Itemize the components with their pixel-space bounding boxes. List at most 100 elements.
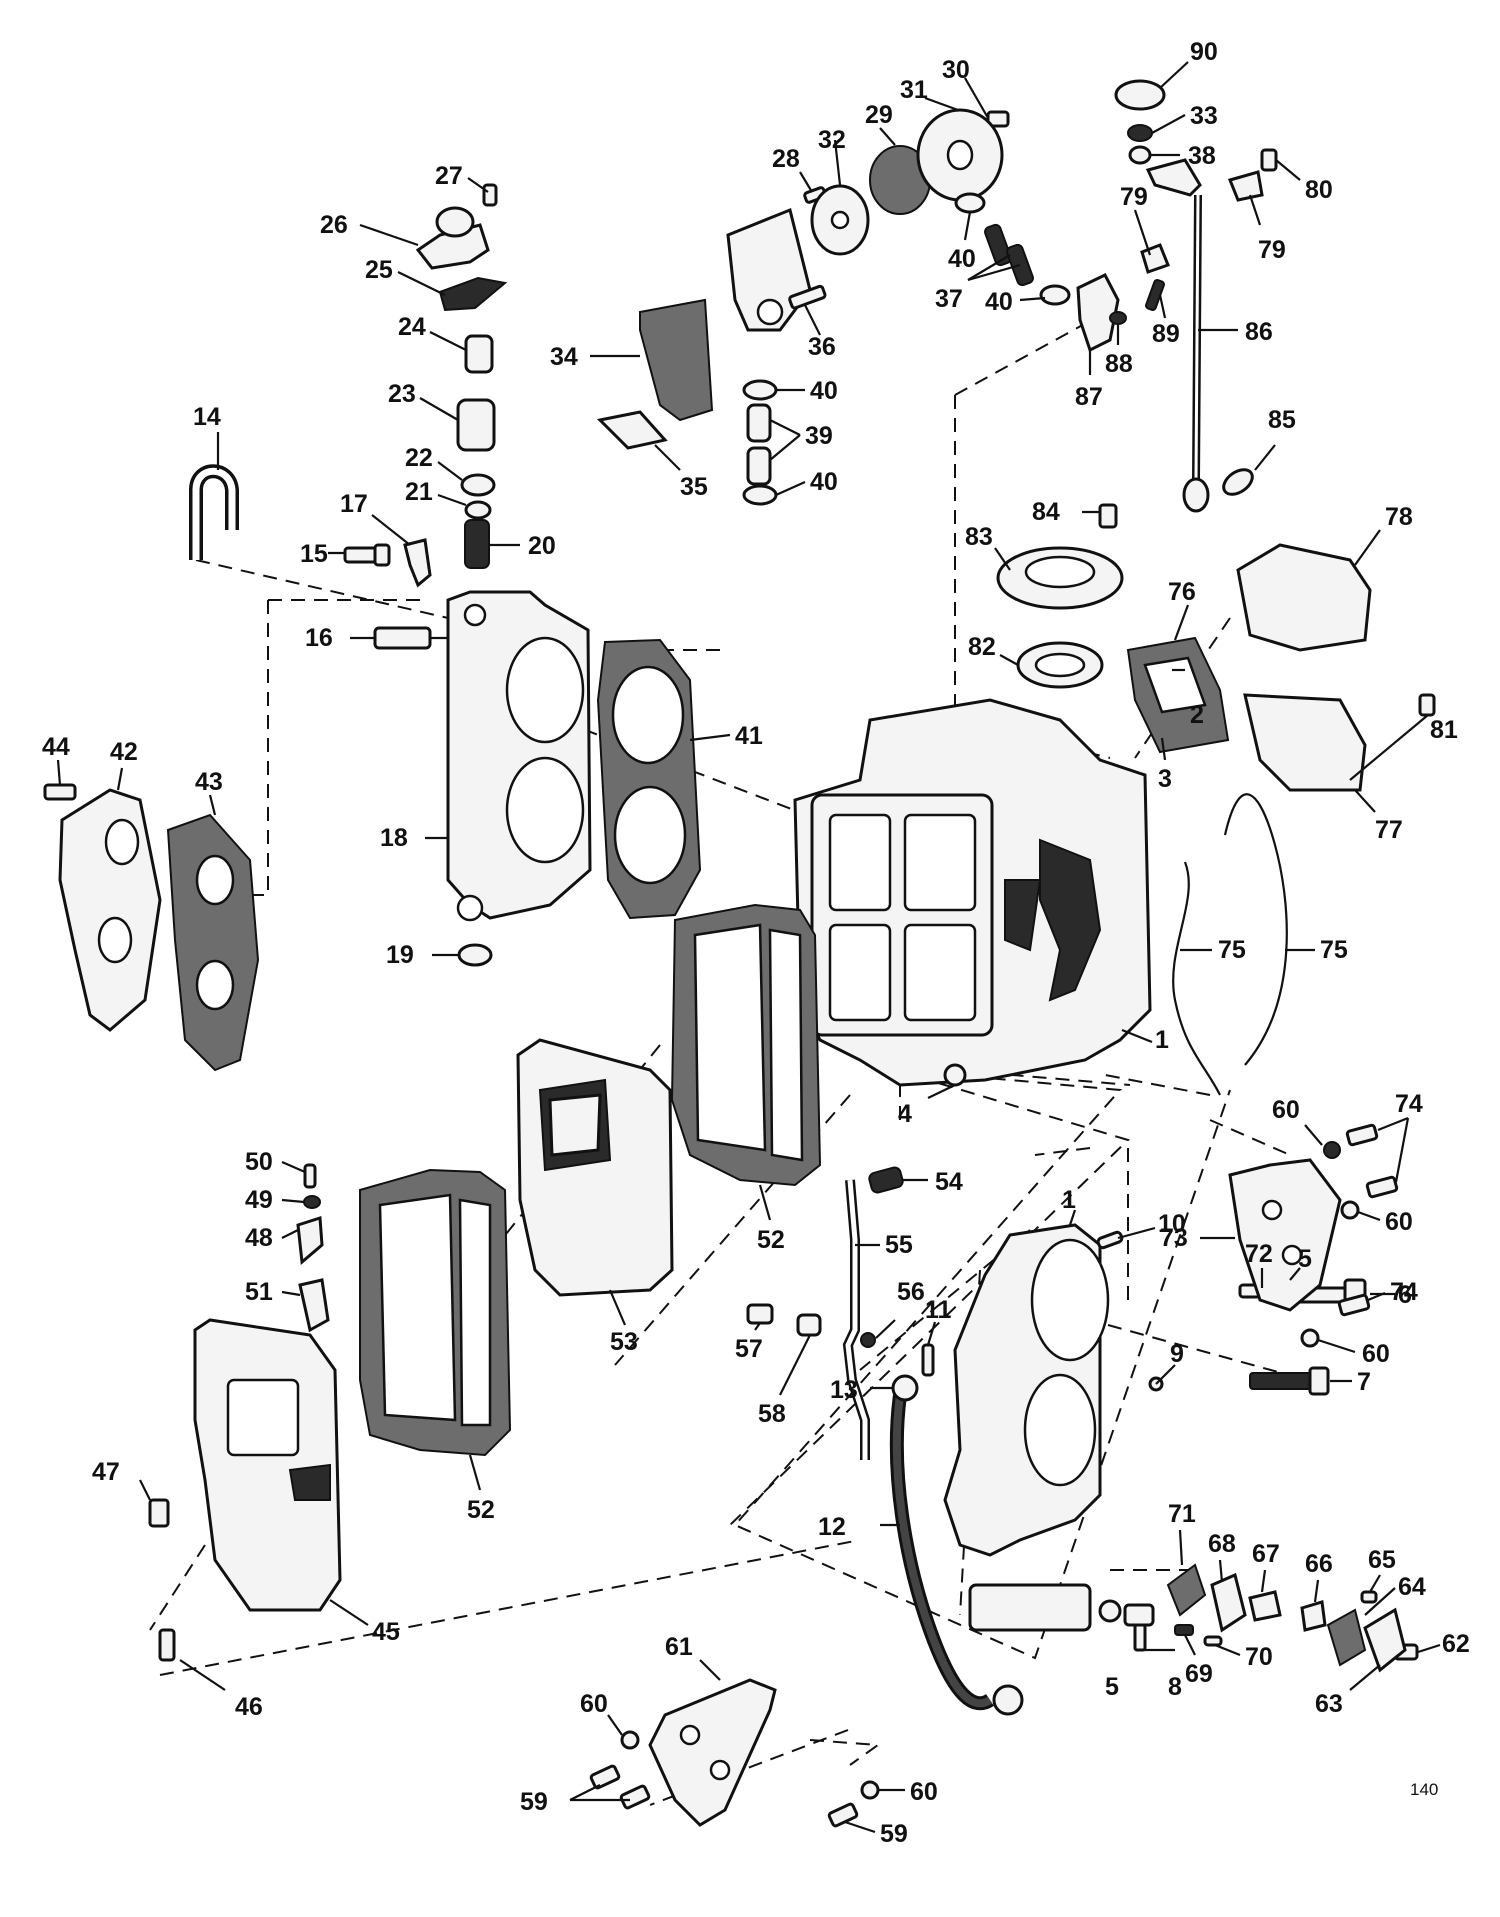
- part-38-washer: [1128, 145, 1152, 165]
- callout-1: 1: [1155, 1026, 1169, 1054]
- callout-12: 12: [818, 1513, 846, 1541]
- callout-63: 63: [1315, 1690, 1343, 1718]
- callout-27: 27: [435, 162, 463, 190]
- part-48-bracket: [296, 1215, 324, 1265]
- part-40-clamp-a: [954, 192, 986, 214]
- callout-78: 78: [1385, 503, 1413, 531]
- callout-31: 31: [900, 76, 928, 104]
- part-16-temperature-sensor: [373, 626, 450, 650]
- part-59-screw-c: [827, 1802, 859, 1828]
- part-55-link: [842, 1179, 870, 1460]
- part-24-thermostat: [464, 334, 494, 374]
- callout-numbers: 1 1 2 3 4 5 5 6 7 8 9 10 11 12 13 14 15 …: [42, 38, 1470, 1848]
- callout-16: 16: [305, 624, 333, 652]
- callout-77: 77: [1375, 816, 1403, 844]
- callout-82: 82: [968, 633, 996, 661]
- part-66-clip: [1300, 1600, 1327, 1632]
- part-17-clip: [403, 538, 432, 588]
- part-43-gasket: [166, 813, 260, 1072]
- part-79-clip-a: [1140, 243, 1170, 274]
- callout-64: 64: [1398, 1573, 1426, 1601]
- part-82-seal: [1016, 641, 1104, 689]
- part-90-throttle-lever: [1114, 79, 1202, 197]
- callout-6: 6: [1398, 1281, 1412, 1309]
- callout-51: 51: [245, 1278, 273, 1306]
- callout-43: 43: [195, 768, 223, 796]
- part-85-ball-joint: [1222, 468, 1254, 496]
- callout-15: 15: [300, 540, 328, 568]
- part-63-bracket: [1363, 1607, 1407, 1673]
- part-31-fuel-pump-cover: [916, 108, 1004, 202]
- part-88-washer: [1109, 311, 1127, 325]
- part-8-bolt: [1123, 1603, 1155, 1652]
- part-74-screw-a: [1345, 1123, 1379, 1147]
- part-30-screw: [986, 110, 1010, 128]
- part-76-gasket: [1126, 636, 1230, 754]
- part-73-bracket: [1228, 1158, 1342, 1312]
- callout-71: 71: [1168, 1500, 1196, 1528]
- part-86-throttle-rod: [1182, 194, 1210, 513]
- part-7-screw: [1249, 1366, 1330, 1396]
- callout-1: 1: [1062, 1186, 1076, 1214]
- part-61-mount-bracket: [648, 1678, 777, 1827]
- callout-30: 30: [942, 56, 970, 84]
- part-67-clip: [1248, 1590, 1282, 1622]
- callout-13: 13: [830, 1376, 858, 1404]
- part-34-diaphragm: [639, 298, 714, 422]
- part-64-gasket: [1326, 1608, 1367, 1667]
- callout-34: 34: [550, 343, 578, 371]
- part-50-screw: [303, 1163, 317, 1189]
- part-52-gasket-upper: [670, 903, 822, 1187]
- part-79-clip-b: [1227, 170, 1264, 202]
- callout-22: 22: [405, 444, 433, 472]
- part-12-hose: [889, 1394, 1024, 1716]
- part-52-gasket-lower: [359, 1168, 512, 1457]
- callout-7: 7: [1357, 1368, 1371, 1396]
- callout-39: 39: [805, 422, 833, 450]
- callout-74: 74: [1390, 1278, 1418, 1306]
- part-68-bracket: [1210, 1572, 1247, 1633]
- callout-66: 66: [1305, 1550, 1333, 1578]
- callout-67: 67: [1252, 1540, 1280, 1568]
- callout-20: 20: [528, 532, 556, 560]
- callout-37: 37: [935, 285, 963, 313]
- callout-60: 60: [580, 1690, 608, 1718]
- callout-21: 21: [405, 478, 433, 506]
- callout-50: 50: [245, 1148, 273, 1176]
- part-1-crankcase-half: [943, 1223, 1110, 1632]
- callout-84: 84: [1032, 498, 1060, 526]
- callout-46: 46: [235, 1693, 263, 1721]
- callout-90: 90: [1190, 38, 1218, 66]
- part-60-washer-b: [1340, 1200, 1360, 1220]
- callout-32: 32: [818, 126, 846, 154]
- part-59-screw-a: [589, 1764, 621, 1790]
- callout-75: 75: [1218, 936, 1246, 964]
- part-58-bushing: [796, 1313, 822, 1337]
- part-23-thermostat-sleeve: [456, 398, 496, 452]
- callout-2: 2: [1190, 701, 1204, 729]
- leader-lines: [56, 61, 1441, 1834]
- callout-25: 25: [365, 256, 393, 284]
- callout-79: 79: [1258, 236, 1286, 264]
- part-33-nut: [1127, 124, 1153, 142]
- part-4-plug: [943, 1063, 967, 1087]
- part-5-washer-lower: [1098, 1599, 1122, 1623]
- part-20-spring: [464, 519, 490, 569]
- part-60-washer-a: [1323, 1141, 1341, 1159]
- callout-70: 70: [1245, 1643, 1273, 1671]
- part-56-nut: [860, 1332, 876, 1348]
- callout-56: 56: [897, 1278, 925, 1306]
- callout-58: 58: [758, 1400, 786, 1428]
- callout-10: 10: [1158, 1210, 1186, 1238]
- callout-73: 73: [1160, 1224, 1188, 1252]
- callout-55: 55: [885, 1231, 913, 1259]
- callout-80: 80: [1305, 176, 1333, 204]
- callout-59: 59: [880, 1820, 908, 1848]
- callout-4: 4: [898, 1100, 912, 1128]
- part-57-screw: [746, 1303, 774, 1325]
- part-60-washer-d: [620, 1730, 640, 1750]
- callout-72: 72: [1245, 1240, 1273, 1268]
- part-19-plug: [457, 943, 493, 967]
- part-75-cord-left: [1172, 861, 1221, 1096]
- part-13-fitting: [891, 1374, 919, 1402]
